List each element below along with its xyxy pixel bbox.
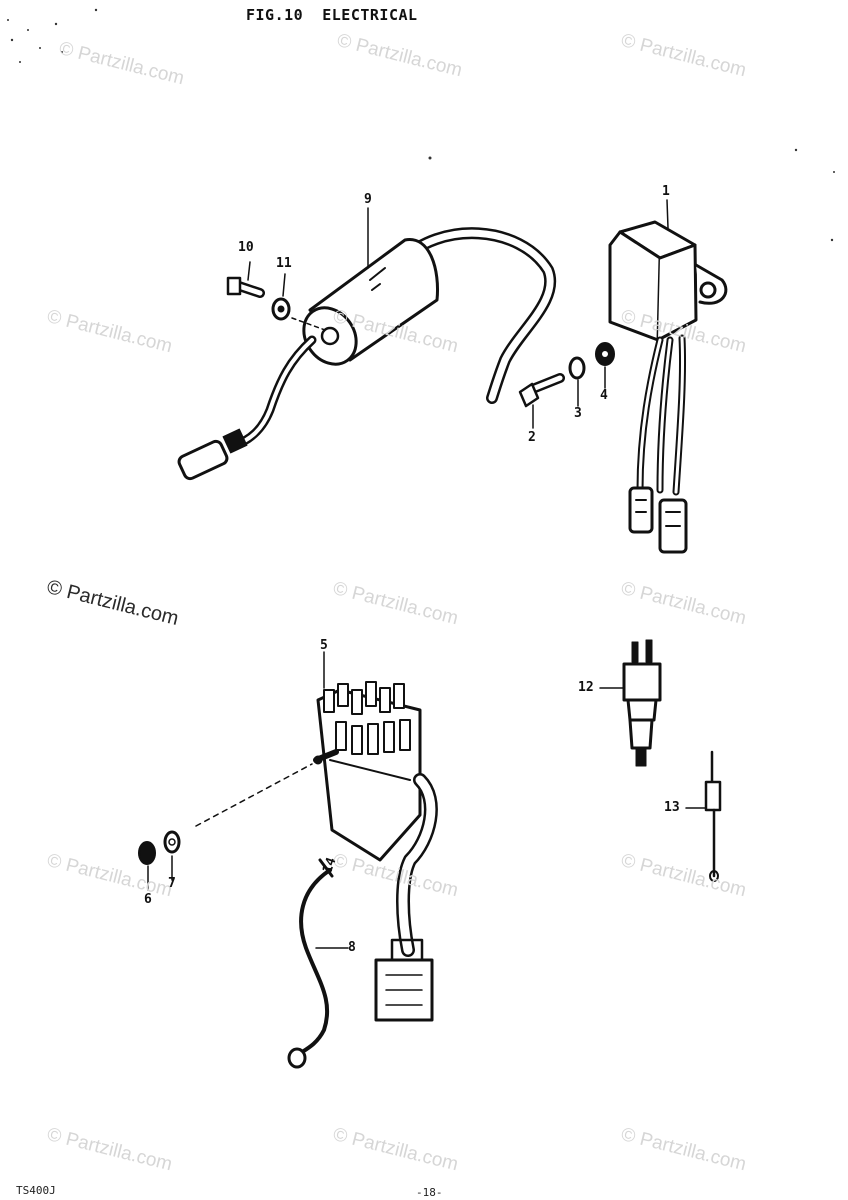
leader-lines-lower — [147, 651, 707, 949]
callout-13: 13 — [664, 800, 680, 815]
bolt-2 — [518, 373, 565, 408]
screw-10 — [226, 276, 265, 298]
ground-lead — [287, 858, 334, 1069]
switch-12 — [622, 639, 662, 767]
washer-7 — [163, 830, 181, 854]
diode-13 — [704, 750, 722, 882]
figure-title: FIG.10 ELECTRICAL — [246, 6, 418, 24]
regulator-block — [313, 681, 438, 1022]
callout-8: 8 — [348, 940, 356, 955]
callout-1: 1 — [662, 184, 670, 199]
callout-11: 11 — [276, 256, 292, 271]
callout-2: 2 — [528, 430, 536, 445]
callout-4: 4 — [600, 388, 608, 403]
leader-lines-right — [532, 199, 669, 429]
callout-10: 10 — [238, 240, 254, 255]
leader-lines-upper — [247, 207, 369, 331]
page-number: -18- — [416, 1186, 443, 1199]
model-code: TS400J — [16, 1184, 56, 1197]
nut-6 — [138, 841, 156, 865]
scan-speckle — [7, 8, 835, 242]
ignitor-unit — [608, 220, 728, 554]
callout-3: 3 — [574, 406, 582, 421]
washer-11 — [271, 297, 291, 321]
washer-3 — [568, 356, 586, 380]
callout-5: 5 — [320, 638, 328, 653]
callout-9: 9 — [364, 192, 372, 207]
nut-4 — [595, 342, 615, 366]
callout-7: 7 — [168, 876, 176, 891]
ignition-coil — [177, 227, 557, 481]
callout-6: 6 — [144, 892, 152, 907]
callout-12: 12 — [578, 680, 594, 695]
